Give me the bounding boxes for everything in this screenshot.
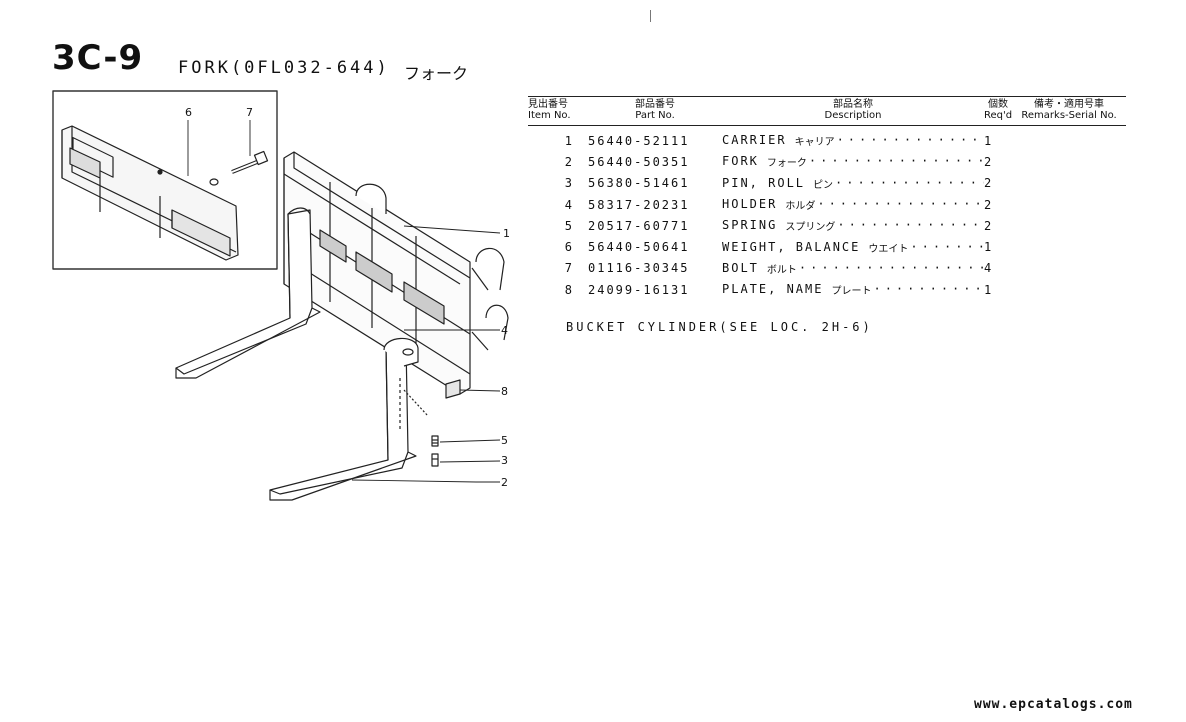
callout-6: 6 [185, 106, 192, 119]
fork-exploded-diagram: 6 7 1 4 8 5 3 2 [52, 90, 510, 501]
row-item-no: 3 [564, 176, 574, 191]
row-part-no: 24099-16131 [588, 282, 690, 297]
row-remarks [1012, 215, 1126, 236]
row-part-no: 56440-50641 [588, 240, 690, 255]
carrier-frame [283, 151, 509, 395]
row-item-no: 4 [564, 197, 574, 212]
row-description: PLATE, NAMEプレート·························… [722, 282, 984, 298]
row-part-no: 56380-51461 [588, 176, 690, 191]
rear-fork [175, 207, 321, 379]
row-item-no: 8 [564, 282, 574, 297]
callout-4: 4 [501, 324, 508, 337]
table-row: 6 56440-50641 WEIGHT, BALANCEウエイト·······… [528, 236, 1126, 257]
table-row: 2 56440-50351 FORKフォーク··················… [528, 151, 1126, 172]
spring-and-pin [431, 435, 439, 467]
row-qty: 1 [984, 282, 994, 297]
row-description: FORKフォーク································… [722, 154, 984, 170]
header-item-no: 見出番号 Item No. [528, 96, 588, 126]
table-note: BUCKET CYLINDER(SEE LOC. 2H-6) [566, 320, 873, 334]
name-plate-shape [445, 379, 461, 399]
row-qty: 1 [984, 133, 994, 148]
table-row: 1 56440-52111 CARRIERキャリア···············… [528, 130, 1126, 151]
row-remarks [1012, 194, 1126, 215]
row-description: SPRINGスプリング·····························… [722, 218, 984, 234]
parts-list-table: 見出番号 Item No. 部品番号 Part No. 部品名称 Descrip… [528, 96, 1126, 300]
callout-7: 7 [246, 106, 253, 119]
table-row: 5 20517-60771 SPRINGスプリング···············… [528, 215, 1126, 236]
callout-3: 3 [501, 454, 508, 467]
row-remarks [1012, 258, 1126, 279]
front-fork [269, 337, 429, 501]
row-item-no: 5 [564, 218, 574, 233]
row-qty: 1 [984, 240, 994, 255]
row-description: BOLTボルト·································… [722, 260, 984, 276]
callout-5: 5 [501, 434, 508, 447]
row-remarks [1012, 130, 1126, 151]
row-description: PIN, ROLLピン·····························… [722, 175, 984, 191]
row-remarks [1012, 173, 1126, 194]
callout-2: 2 [501, 476, 508, 489]
row-part-no: 56440-52111 [588, 133, 690, 148]
row-item-no: 6 [564, 240, 574, 255]
parts-table-header: 見出番号 Item No. 部品番号 Part No. 部品名称 Descrip… [528, 96, 1126, 126]
callout-1: 1 [503, 227, 510, 240]
header-description: 部品名称 Description [722, 96, 984, 126]
row-part-no: 20517-60771 [588, 218, 690, 233]
row-item-no: 1 [564, 133, 574, 148]
table-row: 4 58317-20231 HOLDERホルダ·················… [528, 194, 1126, 215]
row-description: HOLDERホルダ·······························… [722, 197, 984, 213]
row-qty: 2 [984, 176, 994, 191]
row-item-no: 7 [564, 261, 574, 276]
row-description: WEIGHT, BALANCEウエイト·····················… [722, 239, 984, 255]
row-qty: 2 [984, 218, 994, 233]
row-remarks [1012, 279, 1126, 300]
row-remarks [1012, 236, 1126, 257]
header-remarks: 備考・適用号車 Remarks-Serial No. [1012, 96, 1126, 126]
callout-leaders [351, 225, 501, 483]
page-title: FORK(0FL032-644) [178, 58, 390, 78]
footer-url[interactable]: www.epcatalogs.com [974, 697, 1133, 712]
crop-mark [650, 10, 651, 22]
row-qty: 2 [984, 154, 994, 169]
row-item-no: 2 [564, 154, 574, 169]
row-qty: 4 [984, 261, 994, 276]
inset-detail-box [52, 90, 278, 270]
header-part-no: 部品番号 Part No. [588, 96, 722, 126]
table-row: 3 56380-51461 PIN, ROLLピン···············… [528, 173, 1126, 194]
table-row: 8 24099-16131 PLATE, NAMEプレート···········… [528, 279, 1126, 300]
page-code: 3C-9 [52, 38, 144, 78]
table-row: 7 01116-30345 BOLTボルト···················… [528, 258, 1126, 279]
header-reqd: 個数 Req'd [984, 96, 1013, 126]
callout-8: 8 [501, 385, 508, 398]
row-remarks [1012, 151, 1126, 172]
row-part-no: 56440-50351 [588, 154, 690, 169]
row-description: CARRIERキャリア·····························… [722, 133, 984, 149]
row-qty: 2 [984, 197, 994, 212]
page-title-jp: フォーク [404, 64, 469, 83]
row-part-no: 58317-20231 [588, 197, 690, 212]
row-part-no: 01116-30345 [588, 261, 690, 276]
